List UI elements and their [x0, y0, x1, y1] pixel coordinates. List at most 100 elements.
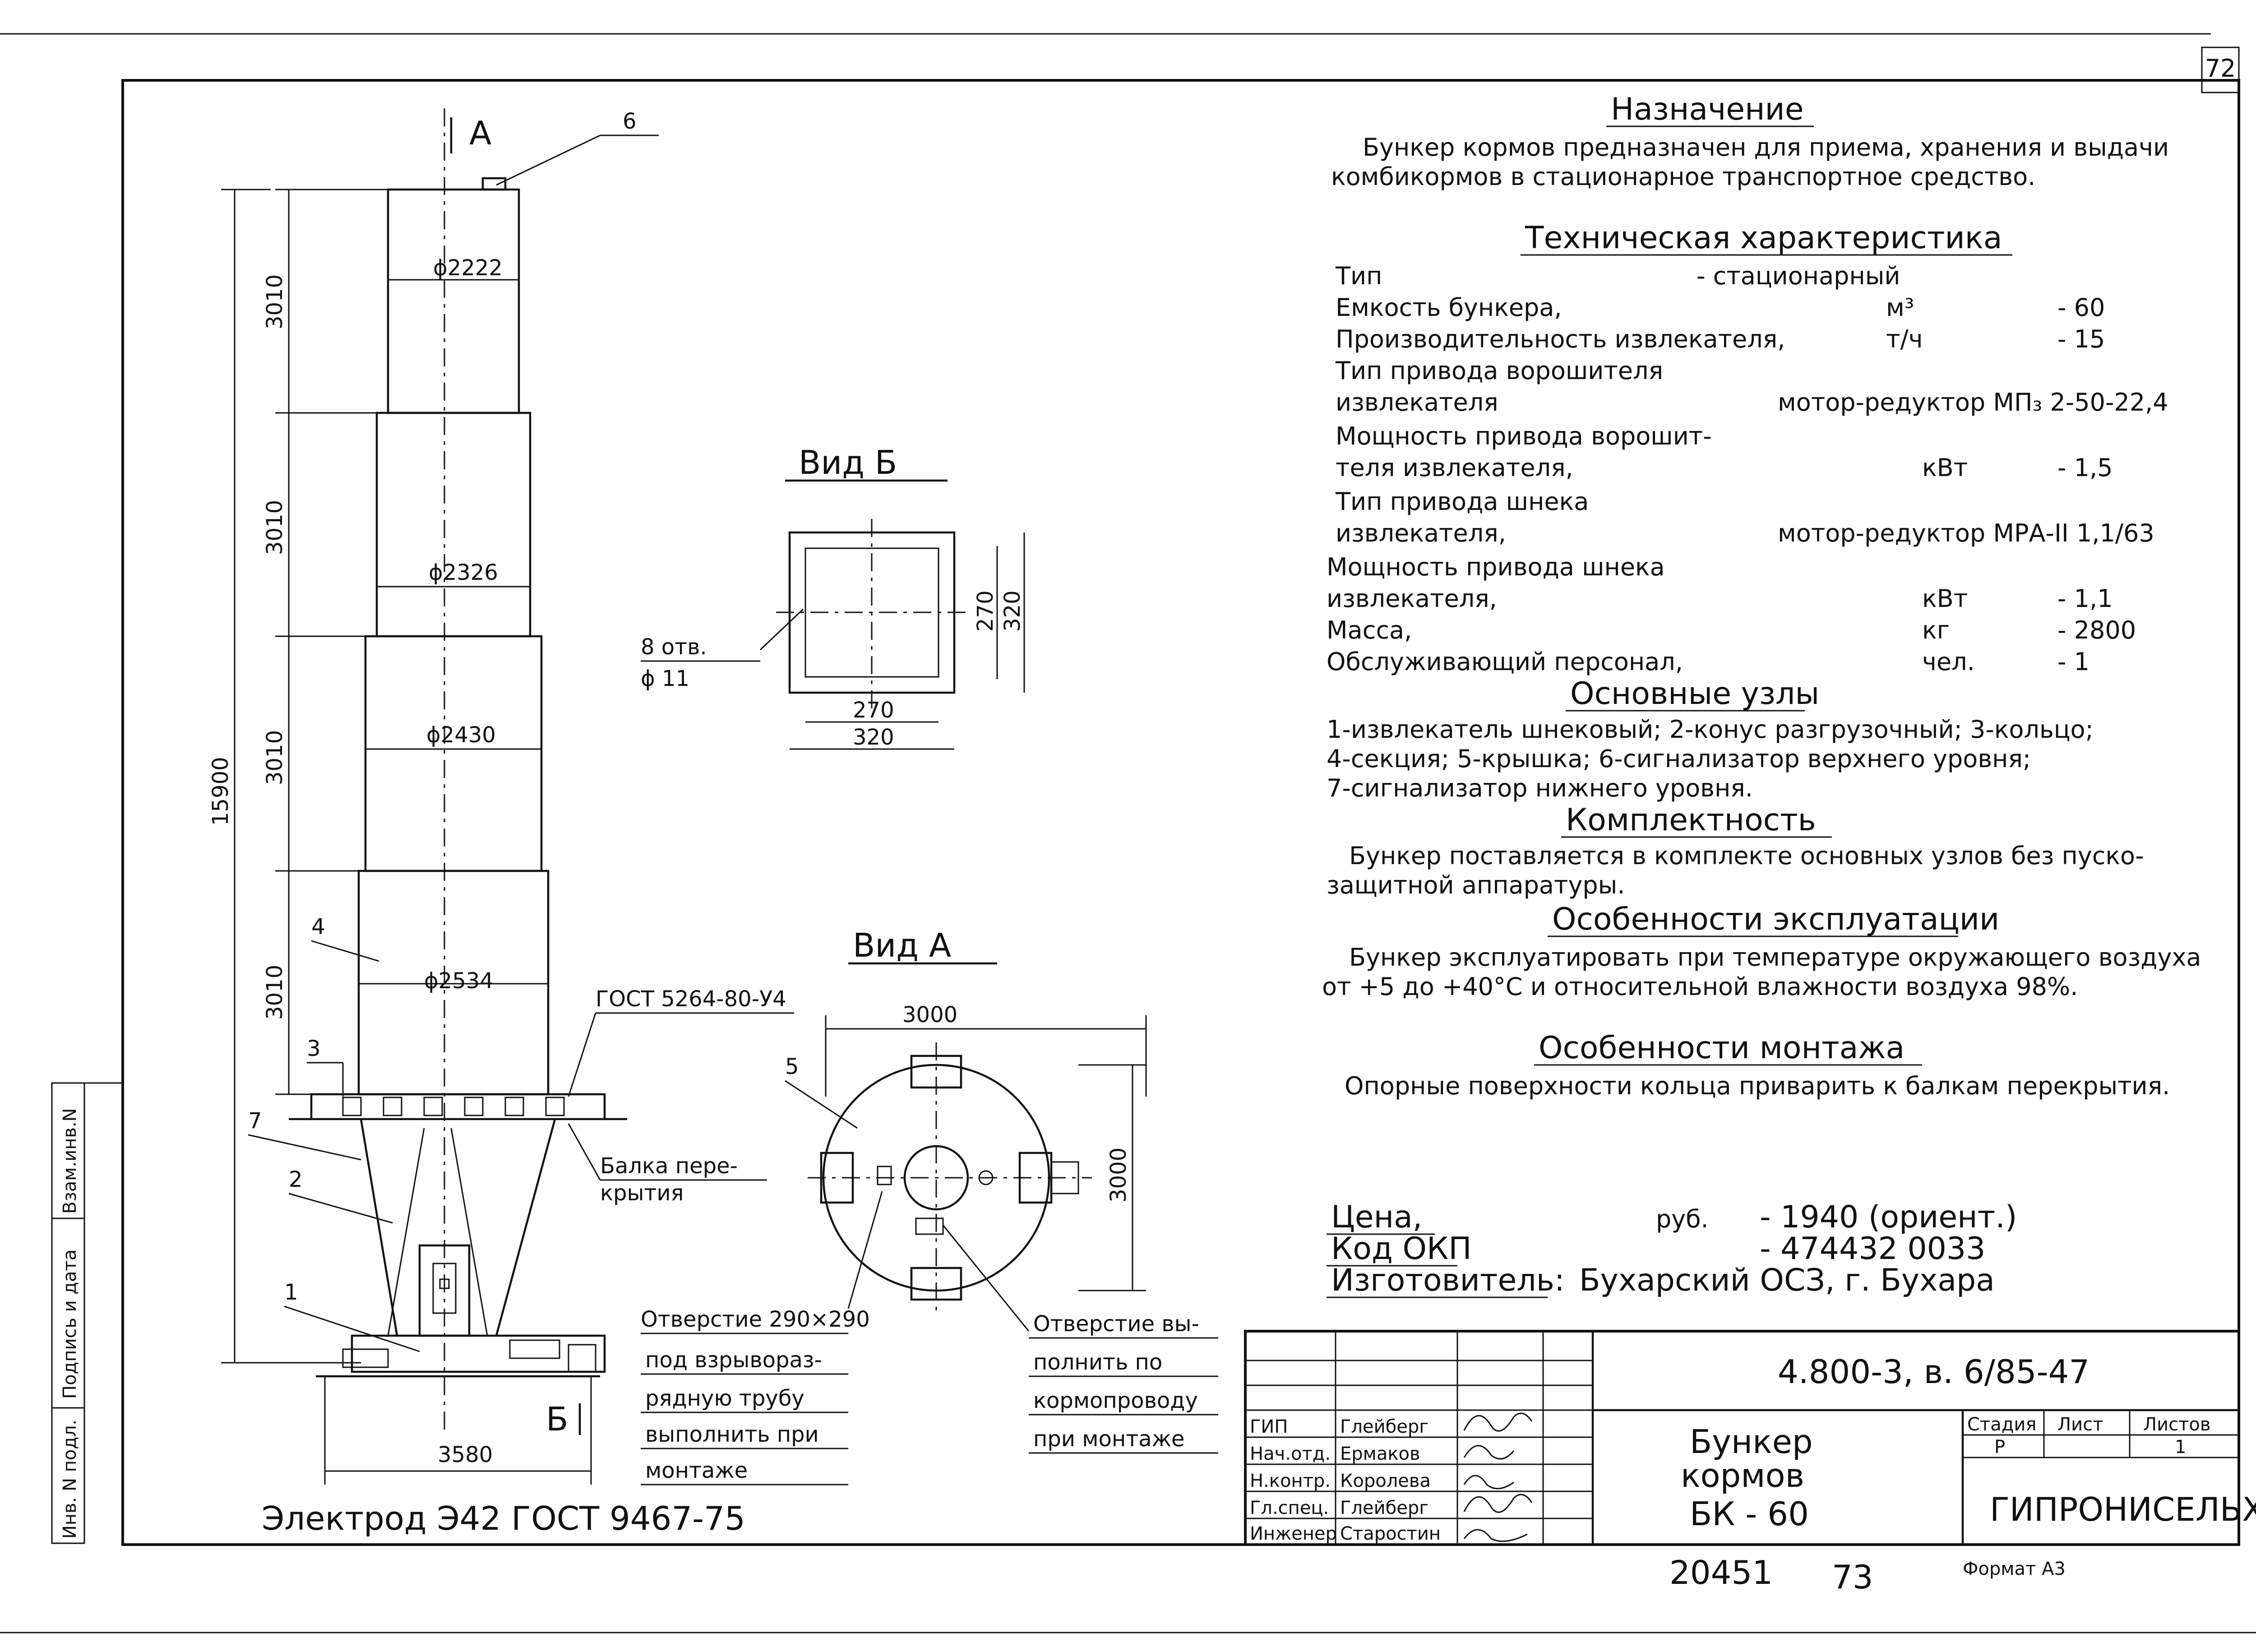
- tech-row-unit: мотор-редуктор МП₃ 2-50-22,4: [1778, 388, 2168, 416]
- mount-line-1: Опорные поверхности кольца приварить к б…: [1345, 1072, 2170, 1100]
- note-right-4: при монтаже: [1033, 1426, 1184, 1452]
- tech-row-unit: мотор-редуктор МРА-II 1,1/63: [1778, 519, 2154, 547]
- bunker-elevation: А 6 ϕ2222 ϕ2326 ϕ2430 ϕ2534: [208, 108, 794, 1537]
- side-stamp: Инв. N подл. Подпись и дата Взам.инв.N: [51, 1082, 123, 1544]
- holes-dia: ϕ 11: [641, 666, 689, 691]
- price-unit: руб.: [1656, 1205, 1709, 1233]
- maker-value: Бухарский ОСЗ, г. Бухара: [1579, 1263, 1995, 1298]
- role-row-2: Н.контр. Королева: [1250, 1471, 1431, 1491]
- stage-value: Р: [1994, 1437, 2005, 1458]
- dim-bottom-width: 3580: [438, 1442, 493, 1467]
- dim-height-3: 3010: [262, 730, 287, 785]
- label-2: 2: [289, 1167, 303, 1192]
- oper-line-2: от +5 до +40°С и относительной влажности…: [1322, 972, 2078, 1001]
- units-line-3: 7-сигнализатор нижнего уровня.: [1327, 774, 1753, 802]
- tech-row-unit: - стационарный: [1697, 262, 1900, 290]
- tech-row-name: Мощность привода ворошит-: [1336, 422, 1712, 450]
- doc-number: 4.800-3, в. 6/85-47: [1778, 1353, 2090, 1391]
- note-left: Отверстие 290×290 под взрывораз- рядную …: [641, 1307, 870, 1485]
- tech-row-unit: т/ч: [1886, 325, 1923, 353]
- tech-row-name: Тип привода ворошителя: [1335, 356, 1663, 385]
- person: Глейберг: [1340, 1498, 1428, 1518]
- beam-label-1: Балка пере-: [600, 1153, 738, 1179]
- mount-title: Особенности монтажа: [1539, 1030, 1905, 1066]
- tech-row-name: Тип привода шнека: [1335, 487, 1589, 516]
- maker-label: Изготовитель:: [1331, 1263, 1565, 1298]
- note-left-2: под взрывораз-: [645, 1347, 822, 1373]
- role: Н.контр.: [1250, 1471, 1331, 1491]
- tech-title: Техническая характеристика: [1525, 220, 2002, 256]
- note-right-3: кормопроводу: [1033, 1388, 1198, 1413]
- specification: Назначение Бункер кормов предназначен дл…: [1322, 92, 2201, 1298]
- footer-number-mid: 73: [1832, 1558, 1873, 1596]
- tech-row-name: Тип: [1335, 262, 1382, 290]
- tech-row-unit: кг: [1922, 616, 1950, 644]
- section-mark-a: А: [469, 114, 491, 152]
- price-value: - 1940 (ориент.): [1760, 1199, 2017, 1235]
- person: Ермаков: [1340, 1444, 1420, 1464]
- holes-count: 8 отв.: [641, 634, 707, 660]
- dim-total-height: 15900: [208, 757, 233, 826]
- label-1: 1: [284, 1280, 298, 1305]
- tech-row-6: теля извлекателя, кВт - 1,5: [1336, 453, 2113, 482]
- kit-title: Комплектность: [1566, 802, 1816, 838]
- person: Старостин: [1340, 1523, 1441, 1544]
- footer-number-left: 20451: [1669, 1554, 1773, 1592]
- diameter-2: ϕ2326: [429, 560, 498, 585]
- role: ГИП: [1250, 1416, 1288, 1437]
- view-b: Вид Б 8 отв. ϕ 11 270 320 270 320: [641, 444, 1025, 750]
- sheet-number: 72: [2205, 54, 2236, 83]
- units-line-1: 1-извлекатель шнековый; 2-конус разгрузо…: [1327, 715, 2094, 744]
- format-label: Формат А3: [1963, 1559, 2066, 1579]
- tech-row-value: - 1,1: [2057, 584, 2113, 613]
- beam-label-2: крытия: [600, 1180, 684, 1206]
- view-b-mark: Б: [546, 1400, 568, 1438]
- okp-label: Код ОКП: [1331, 1231, 1471, 1267]
- tech-row-7: Тип привода шнека: [1335, 487, 1589, 516]
- tech-row-name: теля извлекателя,: [1336, 453, 1573, 482]
- tech-row-name: извлекателя,: [1336, 519, 1506, 547]
- sheet-header: Лист: [2057, 1414, 2103, 1435]
- role: Гл.спец.: [1250, 1498, 1329, 1518]
- tech-row-8: извлекателя, мотор-редуктор МРА-II 1,1/6…: [1336, 519, 2154, 547]
- signatures: [1463, 1412, 1533, 1542]
- role-row-1: Нач.отд. Ермаков: [1250, 1444, 1420, 1464]
- view-b-title: Вид Б: [799, 444, 897, 481]
- organization: ГИПРОНИСЕЛЬХОЗ: [1990, 1490, 2256, 1528]
- person: Королева: [1340, 1471, 1431, 1491]
- tech-row-3: Тип привода ворошителя: [1335, 356, 1663, 385]
- view-b-dim-320-v: 320: [1000, 590, 1025, 632]
- view-a-dim-top: 3000: [902, 1002, 957, 1027]
- role: Нач.отд.: [1250, 1444, 1331, 1464]
- sheets-header: Листов: [2143, 1414, 2210, 1435]
- tech-row-name: Емкость бункера,: [1336, 293, 1562, 322]
- tech-row-9: Мощность привода шнека: [1327, 553, 1665, 581]
- tech-row-value: - 2800: [2057, 616, 2136, 644]
- tech-row-10: извлекателя, кВт - 1,1: [1327, 584, 2113, 613]
- tech-row-unit: кВт: [1922, 584, 1968, 613]
- tech-row-11: Масса, кг - 2800: [1327, 616, 2136, 644]
- oper-title: Особенности эксплуатации: [1552, 902, 1999, 937]
- tech-row-0: Тип - стационарный: [1335, 262, 1900, 290]
- note-left-1: Отверстие 290×290: [641, 1307, 870, 1332]
- tech-row-unit: чел.: [1922, 648, 1975, 676]
- purpose-line-2: комбикормов в стационарное транспортное …: [1331, 162, 2035, 191]
- tech-row-value: - 1: [2057, 648, 2090, 676]
- tech-row-2: Производительность извлекателя, т/ч - 15: [1336, 325, 2105, 353]
- tech-row-5: Мощность привода ворошит-: [1336, 422, 1712, 450]
- view-b-dim-270-v: 270: [973, 590, 998, 632]
- diameter-4: ϕ2534: [424, 968, 494, 994]
- dim-height-2: 3010: [262, 500, 287, 555]
- note-left-5: монтаже: [645, 1458, 748, 1483]
- stamp-replace: Взам.инв.N: [60, 1108, 80, 1214]
- note-right: Отверстие вы- полнить по кормопроводу пр…: [1029, 1311, 1218, 1454]
- oper-line-1: Бункер эксплуатировать при температуре о…: [1349, 943, 2201, 972]
- view-b-dim-320-h: 320: [853, 725, 894, 750]
- title-block: ГИП Глейберг Нач.отд. Ермаков Н.контр. К…: [1244, 1330, 2256, 1546]
- stamp-signature: Подпись и дата: [60, 1249, 80, 1399]
- label-4: 4: [311, 914, 325, 939]
- tech-row-name: извлекателя,: [1327, 584, 1497, 613]
- tech-row-4: извлекателя мотор-редуктор МП₃ 2-50-22,4: [1336, 388, 2168, 416]
- dim-height-1: 3010: [262, 274, 287, 329]
- view-a-dim-right: 3000: [1106, 1148, 1131, 1203]
